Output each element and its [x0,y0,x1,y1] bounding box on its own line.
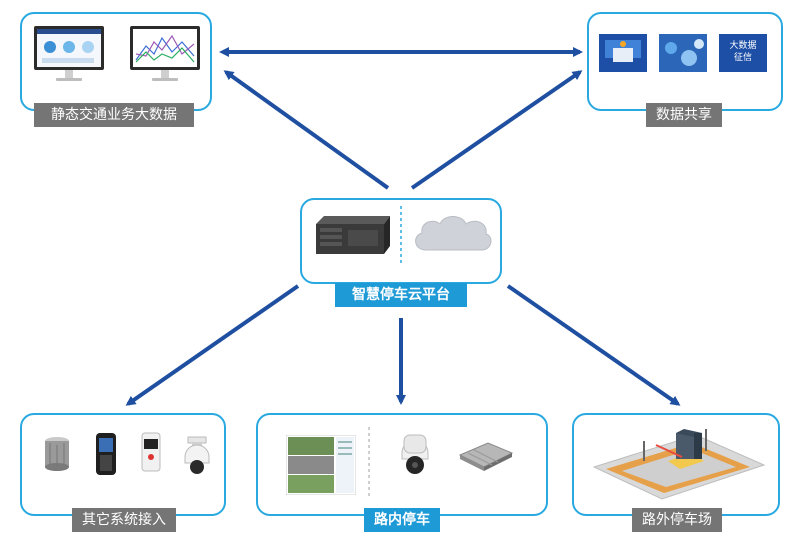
node-smart-parking-cloud-platform [300,198,502,284]
arrow-center-to-bottom-right [506,284,681,406]
parking-sensor-icon [45,437,69,471]
server-icon [316,216,390,254]
monitor-dashboard-icon [34,26,104,81]
node-data-sharing: 大数据 征信 [587,12,783,111]
label-off-street-parking-lot: 路外停车场 [632,508,722,532]
dashed-divider [400,206,402,266]
node-other-systems [20,413,226,516]
handheld-terminal-icon [96,433,116,475]
street-monitoring-screenshot-icon [286,435,356,495]
node-off-street-parking-lot [572,413,780,516]
big-data-credit-tile: 大数据 征信 [719,34,767,72]
arrow-center-to-top-right [410,70,583,190]
label-data-sharing: 数据共享 [646,103,722,127]
camera-box-icon [141,432,161,472]
node-static-traffic-big-data [20,12,212,111]
cloud-icon [415,216,492,251]
ptz-dome-camera-icon [184,436,210,474]
arrow-center-to-top-left [223,70,390,190]
dashed-divider-mid [368,427,370,499]
monitor-line-chart-icon [130,26,200,81]
label-other-systems: 其它系统接入 [72,508,176,532]
parking-lot-gate-icon [592,429,766,500]
label-static-traffic-big-data: 静态交通业务大数据 [34,103,194,127]
geomagnetic-detector-icon [458,442,514,471]
node-on-street-parking [256,413,548,516]
sharing-image-1-icon [599,34,647,72]
label-smart-parking-cloud-platform: 智慧停车云平台 [335,283,467,307]
sharing-image-2-icon [659,34,707,72]
speed-dome-camera-icon [401,434,429,474]
arrow-center-to-bottom-left [125,284,300,406]
label-on-street-parking: 路内停车 [364,508,440,532]
